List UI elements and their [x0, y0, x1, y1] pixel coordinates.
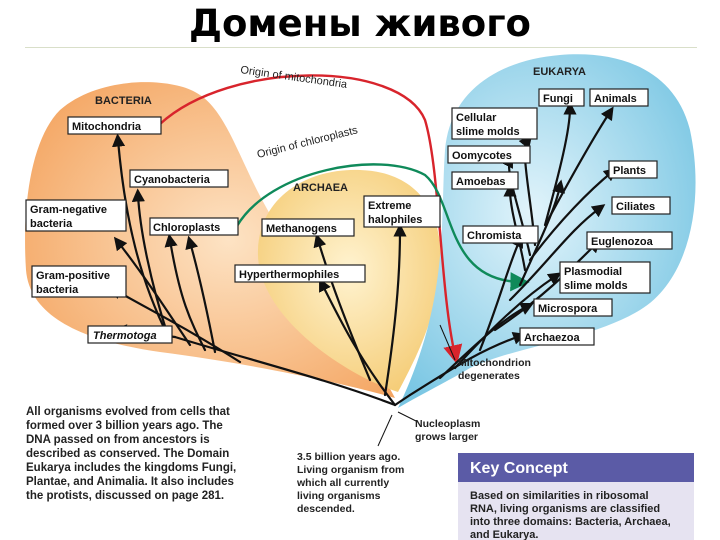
key-concept-line3: into three domains: Bacteria, Archaea, — [470, 516, 671, 528]
label-archaezoa: Archaezoa — [524, 332, 581, 344]
label-microspora: Microspora — [538, 303, 598, 315]
origin-note-line2: Living organism from — [297, 464, 404, 476]
label-extreme-halophiles-line1: Extreme — [368, 200, 411, 212]
label-chromista: Chromista — [467, 230, 522, 242]
label-ciliates: Ciliates — [616, 201, 655, 213]
label-fungi: Fungi — [543, 93, 573, 105]
origin-note-line4: living organisms — [297, 490, 381, 502]
label-extreme-halophiles-line2: halophiles — [368, 214, 422, 226]
mitochondrion-degenerates-note-line1: Mitochondrion — [458, 357, 531, 369]
phylogenetic-tree — [109, 101, 618, 447]
label-plasmodial-slime-molds-line2: slime molds — [564, 280, 628, 292]
label-methanogens: Methanogens — [266, 223, 337, 235]
key-concept-header — [458, 453, 694, 482]
eukarya-domain-title: EUKARYA — [533, 66, 586, 78]
label-chloroplasts: Chloroplasts — [153, 222, 220, 234]
paragraph-line3: DNA passed on from ancestors is — [26, 434, 210, 446]
label-cyanobacteria: Cyanobacteria — [134, 174, 211, 186]
label-gram-negative-line1: Gram-negative — [30, 204, 107, 216]
label-gram-negative-line2: bacteria — [30, 218, 73, 230]
label-plants: Plants — [613, 165, 646, 177]
key-concept-title: Key Concept — [470, 460, 568, 477]
origin-note-line5: descended. — [297, 503, 355, 515]
mitochondria-origin-arrow — [159, 74, 463, 365]
mitochondria-origin-label: Origin of mitochondria — [240, 64, 349, 91]
key-concept-line1: Based on similarities in ribosomal — [470, 490, 649, 502]
key-concept-line4: and Eukarya. — [470, 529, 538, 540]
label-gram-positive-line2: bacteria — [36, 284, 79, 296]
bacteria-domain-title: BACTERIA — [95, 95, 152, 107]
label-gram-positive-line1: Gram-positive — [36, 270, 110, 282]
slide-title: Домены живого — [189, 2, 531, 45]
chloroplast-origin-arrow — [235, 163, 530, 292]
label-animals: Animals — [594, 93, 637, 105]
key-concept-line2: RNA, living organisms are classified — [470, 503, 660, 515]
label-oomycotes: Oomycotes — [452, 150, 512, 162]
mitochondrion-degenerates-note-line2: degenerates — [458, 370, 520, 382]
label-mitochondria: Mitochondria — [72, 121, 142, 133]
title-divider — [25, 47, 697, 48]
paragraph-line2: formed over 3 billion years ago. The — [26, 420, 223, 432]
archaea-domain-title: ARCHAEA — [293, 182, 348, 194]
label-hyperthermophiles: Hyperthermophiles — [239, 269, 339, 281]
label-thermotoga: Thermotoga — [93, 330, 157, 342]
paragraph-line5: Eukarya includes the kingdoms Fungi, — [26, 462, 236, 474]
label-amoebas: Amoebas — [456, 176, 506, 188]
chloroplast-origin-label: Origin of chloroplasts — [256, 124, 360, 161]
paragraph-line7: the protists, discussed on page 281. — [26, 490, 224, 502]
paragraph-line6: Plantae, and Animalia. It also includes — [26, 476, 234, 488]
nucleoplasm-note-line1: Nucleoplasm — [415, 418, 480, 430]
origin-note-line3: which all currently — [296, 477, 389, 489]
eukarya-domain-region — [398, 54, 696, 409]
label-euglenozoa: Euglenozoa — [591, 236, 654, 248]
label-cellular-slime-molds-line2: slime molds — [456, 126, 520, 138]
paragraph-line4: described as conserved. The Domain — [26, 448, 229, 460]
nucleoplasm-note-line2: grows larger — [415, 431, 478, 443]
paragraph-line1: All organisms evolved from cells that — [26, 406, 230, 418]
label-cellular-slime-molds-line1: Cellular — [456, 112, 497, 124]
label-plasmodial-slime-molds-line1: Plasmodial — [564, 266, 622, 278]
origin-note-line1: 3.5 billion years ago. — [297, 451, 400, 463]
